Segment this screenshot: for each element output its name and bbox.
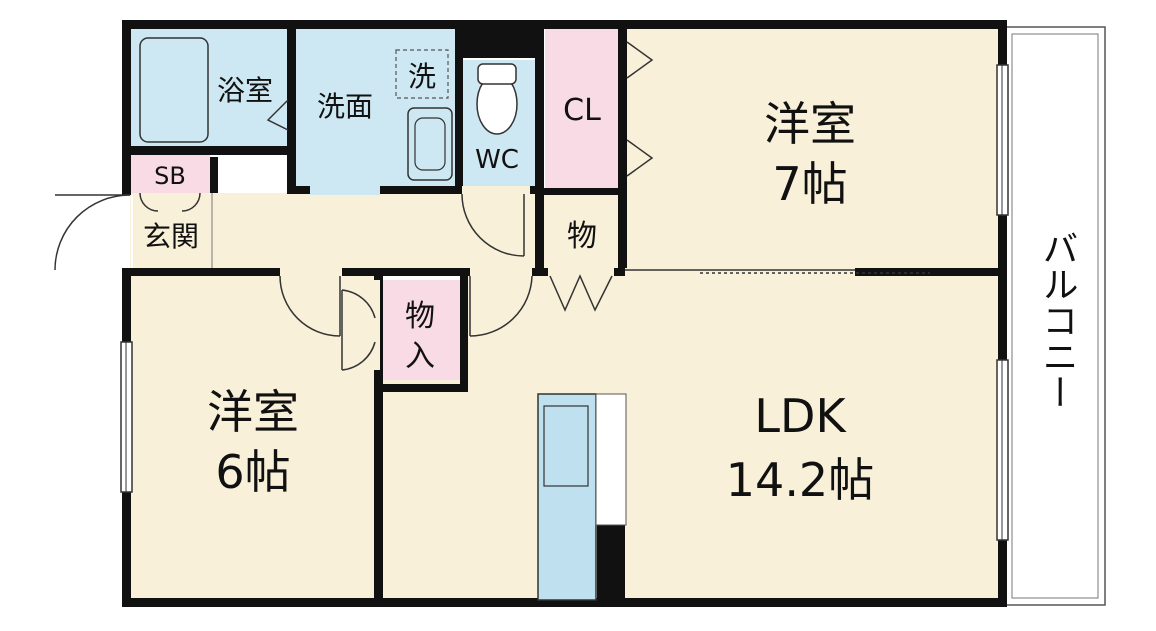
- hallway: [130, 193, 625, 273]
- ldk-name: LDK: [754, 389, 847, 443]
- western7-size: 7帖: [772, 157, 847, 211]
- western7-name: 洋室: [764, 97, 856, 151]
- closet-room: [545, 28, 620, 188]
- ldk-room: [378, 380, 1005, 605]
- washer-space: [395, 49, 449, 99]
- storage-in-room: [383, 280, 463, 380]
- storage-in-label-1: 物: [405, 299, 435, 334]
- storage-small-label: 物: [567, 219, 597, 254]
- wash-basin: [407, 107, 453, 181]
- ldk-size: 14.2帖: [726, 453, 874, 507]
- wc-label: WC: [475, 145, 519, 175]
- shoebox-room: [130, 155, 210, 193]
- western6-room: [130, 273, 378, 605]
- washer-label: 洗: [408, 60, 436, 93]
- western6-name: 洋室: [207, 385, 299, 439]
- western7-room: [625, 28, 1005, 273]
- bath-label: 浴室: [217, 74, 273, 107]
- sliding-partition: [625, 269, 930, 274]
- washroom-label: 洗面: [317, 90, 373, 123]
- ldk-room-upper: [463, 273, 1005, 380]
- fixtures: [139, 37, 627, 601]
- windows: [120, 64, 1009, 541]
- entrance-label: 玄関: [143, 220, 199, 253]
- western6-size: 6帖: [215, 445, 290, 499]
- balcony-label: バルコニー: [1037, 230, 1078, 410]
- doors: [54, 41, 654, 371]
- storage-in-label-2: 入: [405, 339, 435, 374]
- openings: [131, 186, 855, 370]
- closet-label: CL: [563, 93, 601, 128]
- bathtub: [139, 37, 209, 143]
- shoebox-label: SB: [154, 162, 186, 190]
- balcony: バルコニー: [1004, 26, 1106, 606]
- kitchen-counter: [537, 393, 597, 601]
- room-labels: 浴室 洗面 洗 WC CL SB 玄関 物 物 入 洋室 7帖 洋室 6帖 LD…: [143, 60, 874, 507]
